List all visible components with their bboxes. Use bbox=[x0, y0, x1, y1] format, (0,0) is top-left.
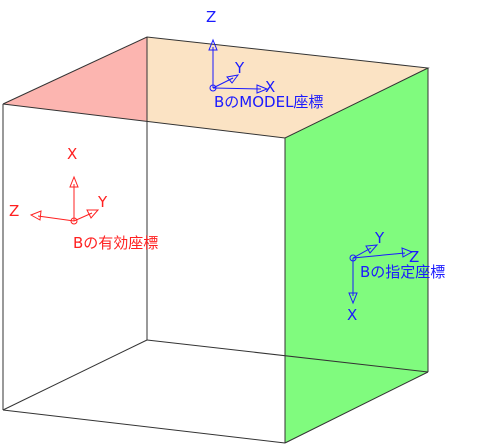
specified-z-arrowhead bbox=[401, 247, 414, 258]
model-origin bbox=[209, 84, 217, 92]
edge-bottom-back bbox=[146, 339, 429, 373]
effective-z-arrowhead bbox=[29, 210, 42, 221]
model-x-axis bbox=[212, 87, 262, 90]
effective-frame-label: Bの有効座標 bbox=[73, 234, 158, 252]
specified-coordinate-frame bbox=[348, 244, 414, 305]
model-coordinate-frame bbox=[208, 38, 269, 94]
effective-axis-y-label: Y bbox=[97, 193, 108, 211]
edge-bottom-left bbox=[2, 339, 148, 411]
edge-bottom-right bbox=[284, 371, 429, 444]
specified-y-arrowhead bbox=[365, 244, 379, 254]
effective-axis-z-label: Z bbox=[9, 202, 19, 220]
cube-front-face bbox=[3, 104, 285, 443]
effective-origin bbox=[70, 217, 78, 225]
model-axis-y-label: Y bbox=[234, 59, 245, 77]
model-x-arrowhead bbox=[256, 84, 269, 94]
effective-coordinate-frame bbox=[29, 175, 100, 225]
specified-z-axis bbox=[352, 252, 406, 259]
model-z-arrowhead bbox=[208, 38, 218, 51]
effective-axis-x-label: X bbox=[67, 145, 77, 163]
specified-origin bbox=[349, 254, 357, 262]
effective-y-arrowhead bbox=[86, 209, 100, 219]
cube-edges bbox=[2, 36, 430, 444]
specified-axis-x-label: X bbox=[347, 306, 357, 324]
specified-frame-label: Bの指定座標 bbox=[360, 263, 445, 281]
specified-axis-z-label: Z bbox=[409, 248, 419, 266]
specified-x-arrowhead bbox=[348, 292, 358, 305]
model-axis-x-label: X bbox=[265, 78, 275, 96]
effective-x-arrowhead bbox=[69, 175, 79, 188]
effective-z-axis bbox=[37, 215, 75, 222]
model-axis-z-label: Z bbox=[206, 8, 216, 26]
edge-bottom-front bbox=[2, 409, 286, 444]
model-y-arrowhead bbox=[226, 74, 240, 84]
specified-axis-y-label: Y bbox=[374, 229, 385, 247]
model-frame-label: BのMODEL座標 bbox=[214, 93, 323, 111]
